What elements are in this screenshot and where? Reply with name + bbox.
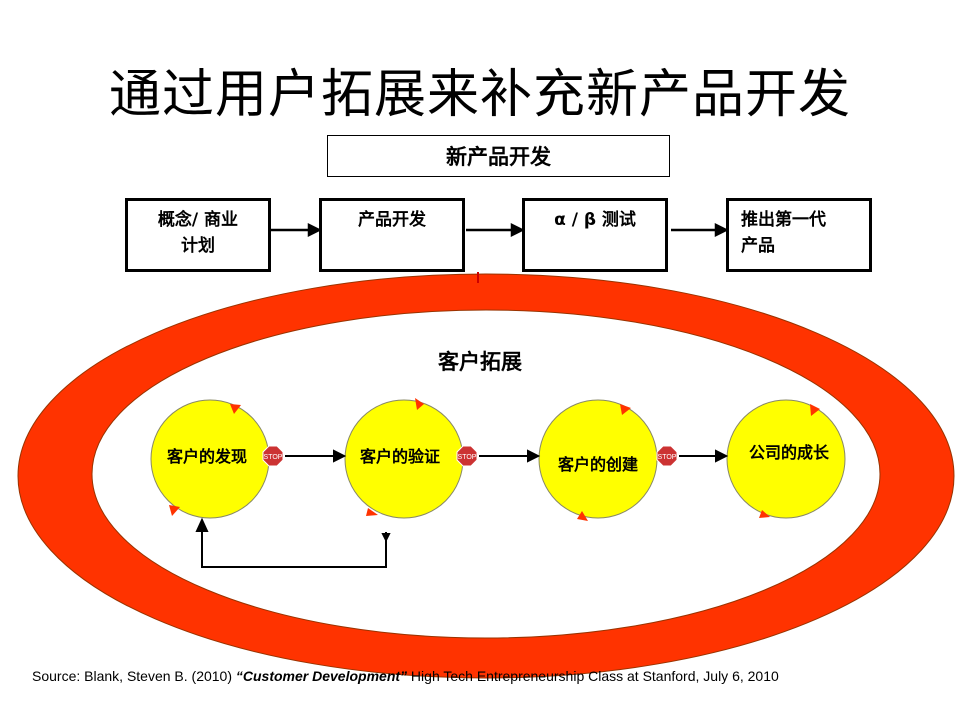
- step-label-creation: 客户的创建: [557, 455, 638, 474]
- stage-box-alpha-beta-test: α / β 测试: [522, 198, 668, 272]
- stage-label: 概念/ 商业: [157, 210, 239, 230]
- cycle-arrowheads: [169, 398, 820, 521]
- source-emphasis: “Customer Development”: [235, 668, 408, 684]
- source-prefix: Source: Blank, Steven B. (2010): [32, 668, 236, 684]
- feedback-loop-arrow: [195, 517, 391, 568]
- stage-label: 产品开发: [358, 210, 426, 230]
- svg-text:STOP: STOP: [458, 454, 477, 461]
- stage-label: 计划: [181, 236, 215, 256]
- stage-box-launch: 推出第一代 产品: [726, 198, 872, 272]
- step-arrows: [285, 449, 729, 463]
- source-citation: Source: Blank, Steven B. (2010) “Custome…: [32, 668, 779, 684]
- stage-box-concept: 概念/ 商业 计划: [125, 198, 271, 272]
- stop-sign-icon: STOP: [456, 445, 478, 467]
- npd-header-box: 新产品开发: [327, 135, 670, 177]
- svg-text:STOP: STOP: [264, 454, 283, 461]
- slide-title: 通过用户拓展来补充新产品开发: [108, 65, 851, 125]
- customer-development-ring: [17, 273, 955, 679]
- stage-label: 推出第一代: [741, 210, 826, 230]
- step-label-discovery: 客户的发现: [166, 447, 247, 466]
- stop-sign-icon: STOP: [656, 445, 678, 467]
- stage-box-product-development: 产品开发: [319, 198, 465, 272]
- stage-label: 产品: [741, 236, 775, 256]
- step-circles: [150, 399, 846, 519]
- stage-arrows: [271, 222, 729, 238]
- stop-sign-icon: STOP: [262, 445, 284, 467]
- step-label-growth: 公司的成长: [748, 443, 829, 462]
- customer-development-title: 客户拓展: [438, 350, 522, 374]
- svg-text:STOP: STOP: [658, 454, 677, 461]
- source-suffix: High Tech Entrepreneurship Class at Stan…: [407, 668, 779, 684]
- circle-growth: [726, 399, 846, 519]
- stage-label: α / β 测试: [554, 210, 636, 230]
- step-label-validation: 客户的验证: [359, 447, 440, 466]
